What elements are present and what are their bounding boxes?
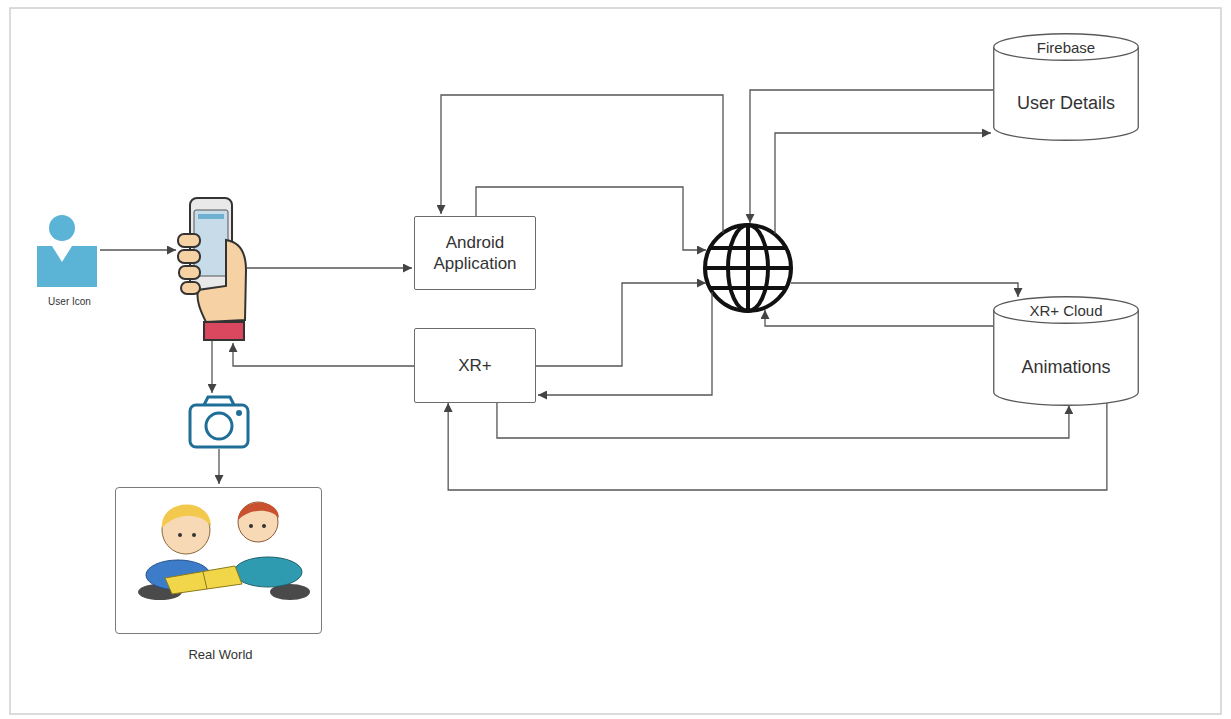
picture-caption: Real World <box>115 647 326 662</box>
database-label: Firebase <box>993 39 1139 56</box>
box-label: Android Application <box>421 232 529 275</box>
outer-frame <box>10 8 1221 714</box>
database-cylinder: XR+ CloudAnimations <box>993 296 1139 406</box>
picture-box: Real World <box>115 487 326 662</box>
user-icon-node: User Icon <box>30 212 109 307</box>
database-label: User Details <box>993 93 1139 114</box>
flow-line <box>100 90 1018 484</box>
database-cylinder: FirebaseUser Details <box>993 33 1139 141</box>
connector-arrow <box>497 403 1069 438</box>
database-label: Animations <box>993 357 1139 378</box>
camera-icon <box>190 397 248 447</box>
process-box: XR+ <box>414 328 536 403</box>
phone-in-hand <box>178 198 246 340</box>
connector-arrow <box>448 403 1107 490</box>
kids-reading-picture <box>138 502 310 600</box>
picture-frame <box>115 487 322 634</box>
internet-globe <box>705 225 791 311</box>
process-box: Android Application <box>414 216 536 290</box>
box-label: XR+ <box>458 355 492 376</box>
icon-caption: User Icon <box>30 296 109 307</box>
database-label: XR+ Cloud <box>993 302 1139 319</box>
user-icon <box>37 215 97 287</box>
